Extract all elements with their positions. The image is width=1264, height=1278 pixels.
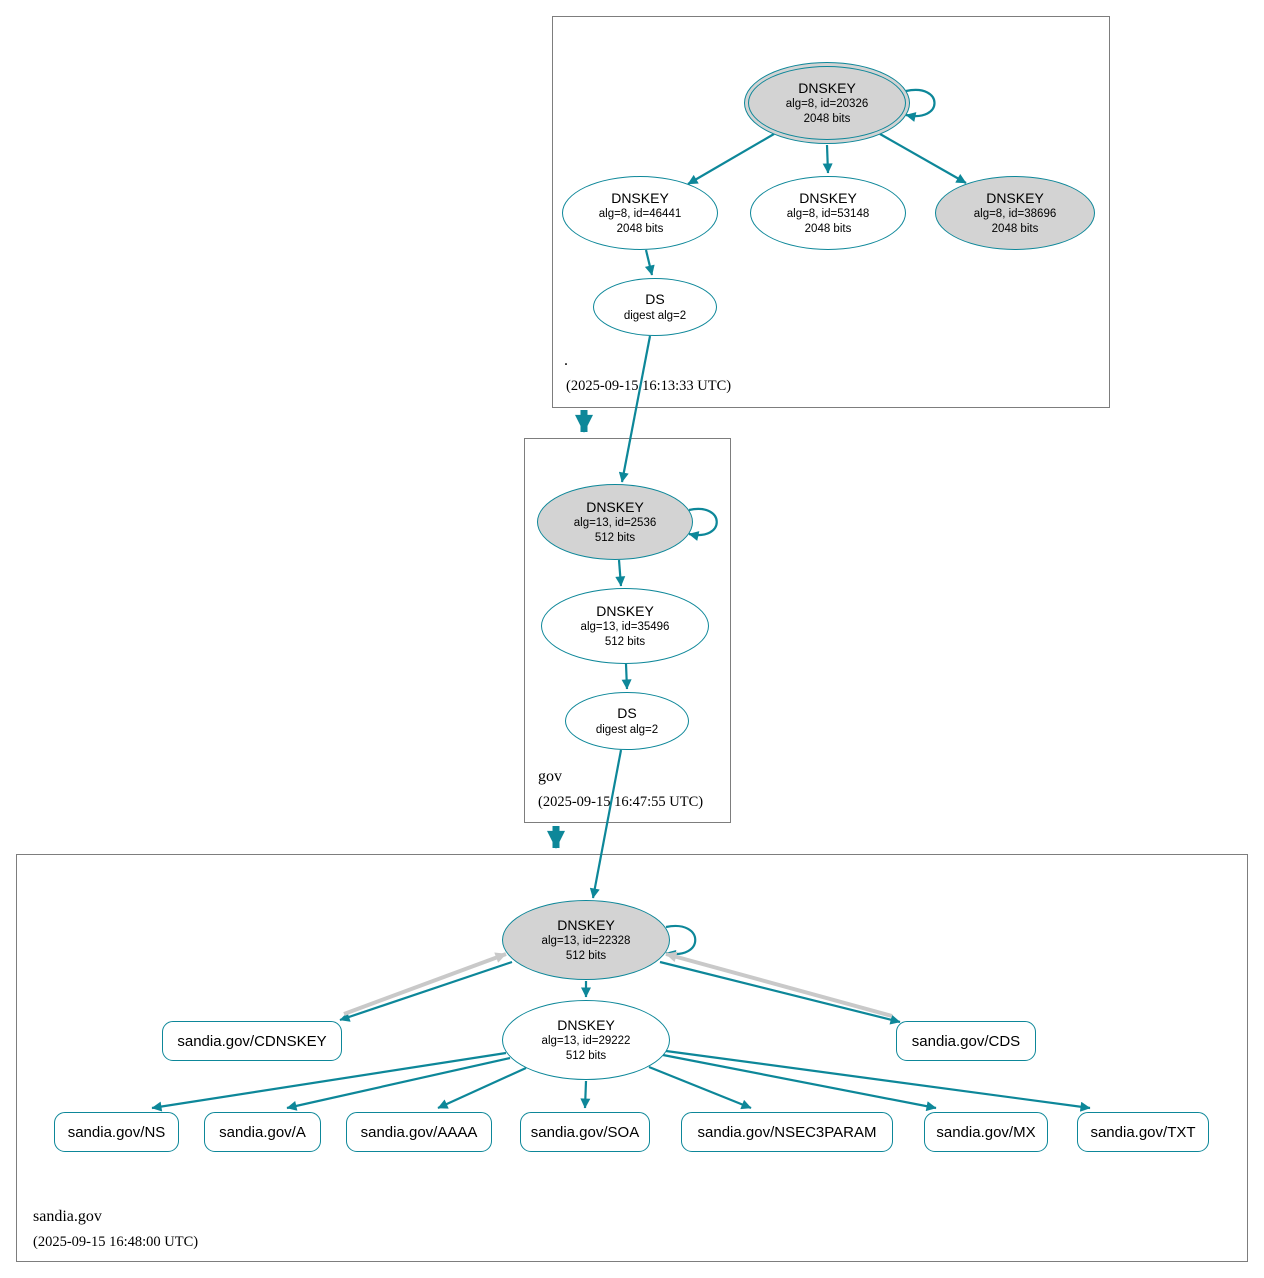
rrset-a: sandia.gov/A xyxy=(204,1112,321,1152)
node-detail: digest alg=2 xyxy=(623,309,687,322)
node-detail: alg=8, id=20326 xyxy=(785,98,869,111)
root-key46441-dnskey-node: DNSKEY alg=8, id=46441 2048 bits xyxy=(562,176,718,250)
zone-label-root: . xyxy=(564,352,568,369)
rrset-cds: sandia.gov/CDS xyxy=(896,1021,1036,1061)
zone-timestamp-root: (2025-09-15 16:13:33 UTC) xyxy=(566,378,732,394)
node-detail: alg=13, id=29222 xyxy=(541,1035,631,1048)
gov-ksk-dnskey-node: DNSKEY alg=13, id=2536 512 bits xyxy=(537,484,693,560)
gov-ds-node: DS digest alg=2 xyxy=(565,692,689,750)
edge-gov-ksk-to-zsk xyxy=(615,559,626,587)
node-title: DNSKEY xyxy=(798,79,856,96)
rrset-label: sandia.gov/CDNSKEY xyxy=(177,1032,327,1050)
gov-zsk-dnskey-node: DNSKEY alg=13, id=35496 512 bits xyxy=(541,588,709,664)
rrset-label: sandia.gov/CDS xyxy=(911,1032,1021,1050)
edge-cds-to-sandia-ksk xyxy=(665,951,893,1018)
rrset-mx: sandia.gov/MX xyxy=(924,1112,1048,1152)
edge-root-ksk-to-key38696 xyxy=(879,133,967,184)
edge-sandia-zsk-to-mx xyxy=(662,1053,937,1112)
node-bits: 512 bits xyxy=(565,949,607,962)
rrset-label: sandia.gov/MX xyxy=(936,1123,1036,1141)
node-detail: alg=13, id=22328 xyxy=(541,935,631,948)
root-key53148-dnskey-node: DNSKEY alg=8, id=53148 2048 bits xyxy=(750,176,906,250)
edge-sandia-zsk-to-a xyxy=(286,1056,511,1111)
edge-sandia-zsk-to-soa xyxy=(580,1080,591,1109)
rrset-aaaa: sandia.gov/AAAA xyxy=(346,1112,492,1152)
edge-root-ksk-selfloop xyxy=(905,88,936,122)
rrset-txt: sandia.gov/TXT xyxy=(1077,1112,1209,1152)
edge-cdnskey-to-sandia-ksk xyxy=(343,952,507,1016)
node-detail: alg=8, id=38696 xyxy=(973,208,1057,221)
edge-sandia-zsk-to-aaaa xyxy=(437,1066,527,1110)
node-title: DNSKEY xyxy=(557,916,615,933)
node-detail: alg=8, id=46441 xyxy=(598,208,682,221)
edge-sandia-zsk-to-ns xyxy=(151,1051,507,1112)
edge-sandia-zsk-to-nsec3param xyxy=(648,1065,752,1110)
edge-root-ksk-to-key53148 xyxy=(822,144,833,174)
edge-root-ksk-to-key46441 xyxy=(687,133,775,185)
node-title: DS xyxy=(617,705,637,722)
root-ksk-dnskey-node: DNSKEY alg=8, id=20326 2048 bits xyxy=(744,62,910,144)
zone-label-gov: gov xyxy=(538,768,562,785)
edge-sandia-ksk-to-cdnskey xyxy=(339,960,513,1022)
node-title: DNSKEY xyxy=(799,189,857,206)
node-detail: alg=13, id=2536 xyxy=(573,517,657,530)
node-detail: digest alg=2 xyxy=(595,723,659,736)
root-key38696-dnskey-node: DNSKEY alg=8, id=38696 2048 bits xyxy=(935,176,1095,250)
rrset-label: sandia.gov/NSEC3PARAM xyxy=(697,1123,877,1141)
rrset-ns: sandia.gov/NS xyxy=(54,1112,179,1152)
rrset-label: sandia.gov/NS xyxy=(67,1123,166,1141)
rrset-label: sandia.gov/SOA xyxy=(530,1123,640,1141)
node-bits: 2048 bits xyxy=(803,112,851,125)
node-bits: 2048 bits xyxy=(616,222,664,235)
node-bits: 2048 bits xyxy=(804,222,852,235)
sandia-zsk-dnskey-node: DNSKEY alg=13, id=29222 512 bits xyxy=(502,1000,670,1080)
node-bits: 512 bits xyxy=(565,1049,607,1062)
edge-sandia-zsk-to-txt xyxy=(665,1049,1091,1112)
root-ds-node: DS digest alg=2 xyxy=(593,278,717,336)
node-bits: 512 bits xyxy=(594,531,636,544)
node-bits: 512 bits xyxy=(604,635,646,648)
node-detail: alg=8, id=53148 xyxy=(786,208,870,221)
rrset-cdnskey: sandia.gov/CDNSKEY xyxy=(162,1021,342,1061)
node-title: DNSKEY xyxy=(611,189,669,206)
rrset-soa: sandia.gov/SOA xyxy=(520,1112,650,1152)
zone-timestamp-sandia: (2025-09-15 16:48:00 UTC) xyxy=(33,1234,199,1250)
node-detail: alg=13, id=35496 xyxy=(580,621,670,634)
node-bits: 2048 bits xyxy=(991,222,1039,235)
edge-root-ds-to-gov-ksk xyxy=(618,335,652,483)
sandia-ksk-dnskey-node: DNSKEY alg=13, id=22328 512 bits xyxy=(502,900,670,980)
rrset-label: sandia.gov/TXT xyxy=(1090,1123,1196,1141)
edge-gov-ksk-selfloop xyxy=(688,507,718,541)
edge-gov-zsk-to-ds xyxy=(621,663,632,690)
edge-gov-ds-to-sandia-ksk xyxy=(589,749,623,899)
node-title: DS xyxy=(645,291,665,308)
rrset-nsec3param: sandia.gov/NSEC3PARAM xyxy=(681,1112,893,1152)
edge-sandia-ksk-to-cds xyxy=(659,960,901,1025)
node-title: DNSKEY xyxy=(557,1016,615,1033)
node-title: DNSKEY xyxy=(986,189,1044,206)
zone-label-sandia: sandia.gov xyxy=(33,1208,102,1225)
node-title: DNSKEY xyxy=(596,602,654,619)
node-title: DNSKEY xyxy=(586,498,644,515)
rrset-label: sandia.gov/AAAA xyxy=(360,1123,478,1141)
edge-sandia-ksk-selfloop xyxy=(665,924,697,960)
edge-key46441-to-ds xyxy=(644,249,655,276)
zone-timestamp-gov: (2025-09-15 16:47:55 UTC) xyxy=(538,794,704,810)
rrset-label: sandia.gov/A xyxy=(219,1123,306,1141)
